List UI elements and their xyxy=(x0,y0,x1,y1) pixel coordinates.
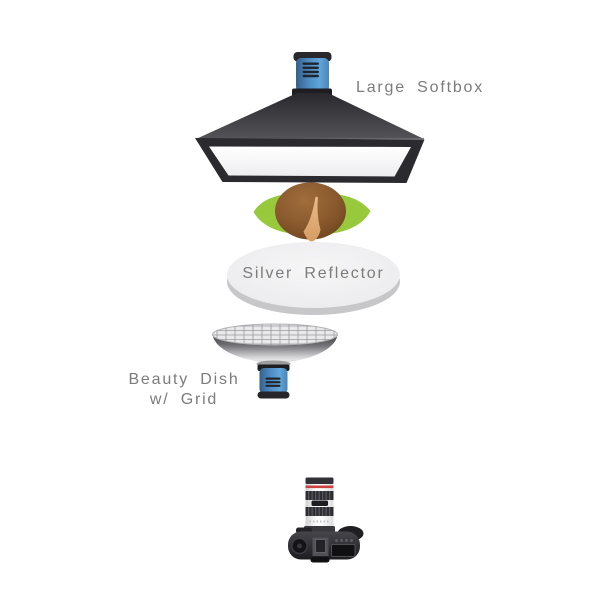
reflector-face xyxy=(227,242,400,308)
silver-reflector-icon xyxy=(227,242,400,315)
label-beauty-dish: Beauty Dish w/ Grid xyxy=(94,370,274,410)
mode-dial-center xyxy=(297,543,302,549)
softbox-diffuser xyxy=(209,146,411,177)
dish-grid-face xyxy=(212,323,338,346)
dish-strobe-vents xyxy=(265,377,281,387)
beauty-dish-icon xyxy=(212,323,338,368)
camera-buttons xyxy=(335,539,353,542)
camera-body xyxy=(288,526,364,563)
subject-head-icon xyxy=(253,182,371,242)
dish-strobe-body xyxy=(259,368,288,394)
strobe-vents xyxy=(302,62,319,78)
camera-lens xyxy=(304,477,335,533)
lens-zoom-ribs xyxy=(308,507,331,516)
lens-cap xyxy=(305,477,334,484)
hot-shoe xyxy=(315,539,326,553)
viewfinder-eyepiece xyxy=(310,557,330,563)
softbox-shell xyxy=(196,93,424,139)
lens-distance-window xyxy=(311,500,328,506)
camera-icon xyxy=(288,477,364,563)
dish-strobe-icon xyxy=(257,364,290,399)
lens-red-ring xyxy=(305,485,334,489)
label-large-softbox: Large Softbox xyxy=(356,79,485,96)
lens-focus-ribs xyxy=(308,491,331,500)
hair xyxy=(275,182,346,240)
softbox-icon xyxy=(195,93,425,183)
label-beauty-dish-line2: w/ Grid xyxy=(149,391,219,408)
top-strobe-icon xyxy=(292,52,332,97)
lcd-panel xyxy=(331,544,356,557)
label-beauty-dish-line1: Beauty Dish xyxy=(128,371,240,388)
face xyxy=(303,196,321,242)
dish-strobe-cap xyxy=(257,391,290,399)
lens-scale-marks xyxy=(309,520,329,523)
label-silver-reflector: Silver Reflector xyxy=(242,265,385,282)
